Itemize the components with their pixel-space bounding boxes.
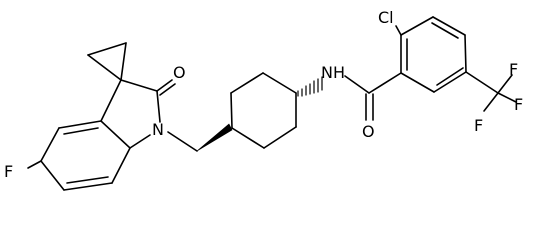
lactam-carbonyl — [156, 79, 176, 96]
amide-oxygen-label: O — [362, 122, 375, 141]
cf3-fluorine-left-label: F — [474, 116, 483, 135]
trifluoromethyl-group — [465, 71, 517, 112]
amide-group — [344, 72, 402, 121]
cyclohexane-ring — [230, 72, 297, 149]
chlorine-label: Cl — [378, 8, 394, 27]
cf3-fluorine-top-label: F — [509, 60, 518, 79]
methylene-linker — [167, 131, 198, 152]
aryl-ring — [395, 16, 467, 93]
lactam-nitrogen-label: N — [152, 120, 164, 139]
lactam-ring — [100, 79, 161, 149]
chemical-structure: F O N NH O Cl F F F — [4, 8, 523, 191]
wedge-bond-ch2 — [196, 123, 233, 152]
cf3-fluorine-bottom-label: F — [514, 95, 523, 114]
amide-nh-label: NH — [321, 63, 345, 82]
hashed-bond-nh — [297, 76, 323, 97]
cyclopropane-ring — [87, 42, 127, 81]
lactam-oxygen-label: O — [173, 63, 186, 82]
indole-benzene-ring — [27, 120, 131, 191]
fluorine-label: F — [4, 162, 13, 181]
